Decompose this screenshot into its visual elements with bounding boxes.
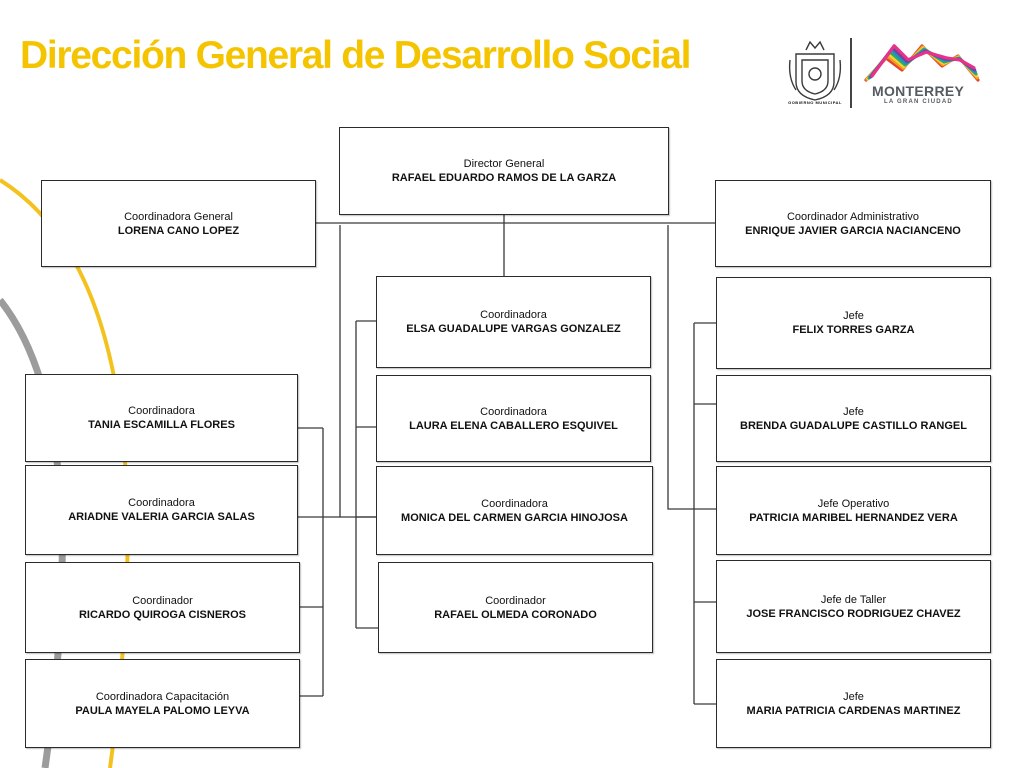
box-role: Jefe <box>843 405 864 418</box>
box-role: Coordinadora General <box>124 210 233 223</box>
page-title: Dirección General de Desarrollo Social <box>20 34 692 77</box>
box-role: Jefe Operativo <box>817 497 890 510</box>
coordinador-administrativo-box: Coordinador Administrativo ENRIQUE JAVIE… <box>715 180 991 267</box>
logo-divider <box>850 38 852 108</box>
monterrey-tagline: LA GRAN CIUDAD <box>884 99 953 105</box>
box-name: LORENA CANO LOPEZ <box>117 224 240 237</box>
right-box-2: Jefe BRENDA GUADALUPE CASTILLO RANGEL <box>716 375 991 462</box>
box-name: RAFAEL EDUARDO RAMOS DE LA GARZA <box>391 172 617 184</box>
center-box-1: Coordinadora ELSA GUADALUPE VARGAS GONZA… <box>376 276 651 368</box>
left-box-1: Coordinadora TANIA ESCAMILLA FLORES <box>25 374 298 462</box>
box-name: RAFAEL OLMEDA CORONADO <box>434 608 597 621</box>
right-box-5: Jefe MARIA PATRICIA CARDENAS MARTINEZ <box>716 659 991 748</box>
box-name: ARIADNE VALERIA GARCIA SALAS <box>68 511 255 523</box>
connector-right-trunk <box>667 225 716 510</box>
box-name: PAULA MAYELA PALOMO LEYVA <box>75 704 250 717</box>
box-name: RICARDO QUIROGA CISNEROS <box>78 608 247 621</box>
coordinadora-general-box: Coordinadora General LORENA CANO LOPEZ <box>41 180 316 267</box>
right-box-1: Jefe FELIX TORRES GARZA <box>716 277 991 369</box>
box-role: Coordinadora Capacitación <box>95 690 230 703</box>
municipal-seal-icon <box>788 40 842 101</box>
box-role: Coordinadora <box>480 309 547 321</box>
box-role: Coordinadora <box>128 405 195 417</box>
box-role: Coordinador <box>132 594 193 607</box>
left-box-2: Coordinadora ARIADNE VALERIA GARCIA SALA… <box>25 465 298 555</box>
right-box-3: Jefe Operativo PATRICIA MARIBEL HERNANDE… <box>716 466 991 555</box>
box-name: ELSA GUADALUPE VARGAS GONZALEZ <box>406 323 621 335</box>
box-name: FELIX TORRES GARZA <box>792 324 915 336</box>
box-name: TANIA ESCAMILLA FLORES <box>88 419 235 431</box>
box-name: ENRIQUE JAVIER GARCIA NACIANCENO <box>745 224 961 237</box>
box-role: Jefe <box>843 310 864 322</box>
box-name: JOSE FRANCISCO RODRIGUEZ CHAVEZ <box>746 607 961 620</box>
left-box-4: Coordinadora Capacitación PAULA MAYELA P… <box>25 659 300 748</box>
box-role: Jefe <box>843 690 864 703</box>
mark-stripe <box>870 44 976 78</box>
box-role: Coordinadora <box>481 497 548 510</box>
monterrey-mountains-icon <box>864 44 980 82</box>
box-name: PATRICIA MARIBEL HERNANDEZ VERA <box>749 511 958 524</box>
box-role: Director General <box>463 158 545 170</box>
seal-caption: GOBIERNO MUNICIPAL <box>788 100 842 105</box>
box-name: LAURA ELENA CABALLERO ESQUIVEL <box>409 419 618 432</box>
right-box-4: Jefe de Taller JOSE FRANCISCO RODRIGUEZ … <box>716 560 991 653</box>
logo-area: GOBIERNO MUNICIPAL MONTERREY LA GRAN CIU… <box>786 38 986 110</box>
left-box-3: Coordinador RICARDO QUIROGA CISNEROS <box>25 562 300 653</box>
director-general-box: Director General RAFAEL EDUARDO RAMOS DE… <box>339 127 669 215</box>
box-role: Coordinador Administrativo <box>786 210 920 223</box>
box-name: MONICA DEL CARMEN GARCIA HINOJOSA <box>401 511 628 524</box>
center-box-3: Coordinadora MONICA DEL CARMEN GARCIA HI… <box>376 466 653 555</box>
center-box-2: Coordinadora LAURA ELENA CABALLERO ESQUI… <box>376 375 651 462</box>
box-role: Coordinador <box>485 594 546 607</box>
center-box-4: Coordinador RAFAEL OLMEDA CORONADO <box>378 562 653 653</box>
connector-left-trunk <box>339 225 378 518</box>
box-role: Jefe de Taller <box>820 593 887 606</box>
box-name: BRENDA GUADALUPE CASTILLO RANGEL <box>740 419 967 432</box>
box-name: MARIA PATRICIA CARDENAS MARTINEZ <box>746 704 961 717</box>
box-role: Coordinadora <box>128 497 195 509</box>
monterrey-wordmark: MONTERREY <box>872 83 965 99</box>
box-role: Coordinadora <box>480 405 547 418</box>
